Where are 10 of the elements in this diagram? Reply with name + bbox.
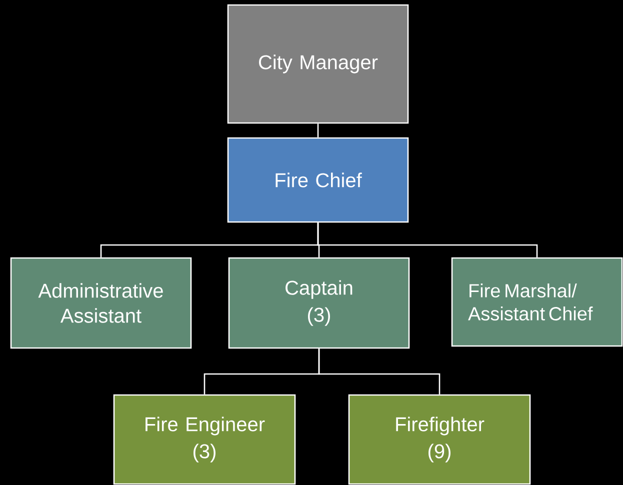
role-box: Administrative Assistant: [10, 257, 192, 349]
title-box: Fire Chief: [227, 137, 409, 223]
role-box: Captain (3): [228, 257, 410, 349]
connector-line: [317, 124, 319, 138]
role-box: Fire Marshal/ Assistant Chief: [451, 257, 623, 347]
title-box: City Manager: [227, 4, 409, 124]
role-box: Firefighter (9): [348, 394, 531, 485]
connector-line: [318, 348, 440, 394]
connector-line: [317, 222, 538, 258]
role-box: Fire Engineer (3): [113, 394, 296, 485]
